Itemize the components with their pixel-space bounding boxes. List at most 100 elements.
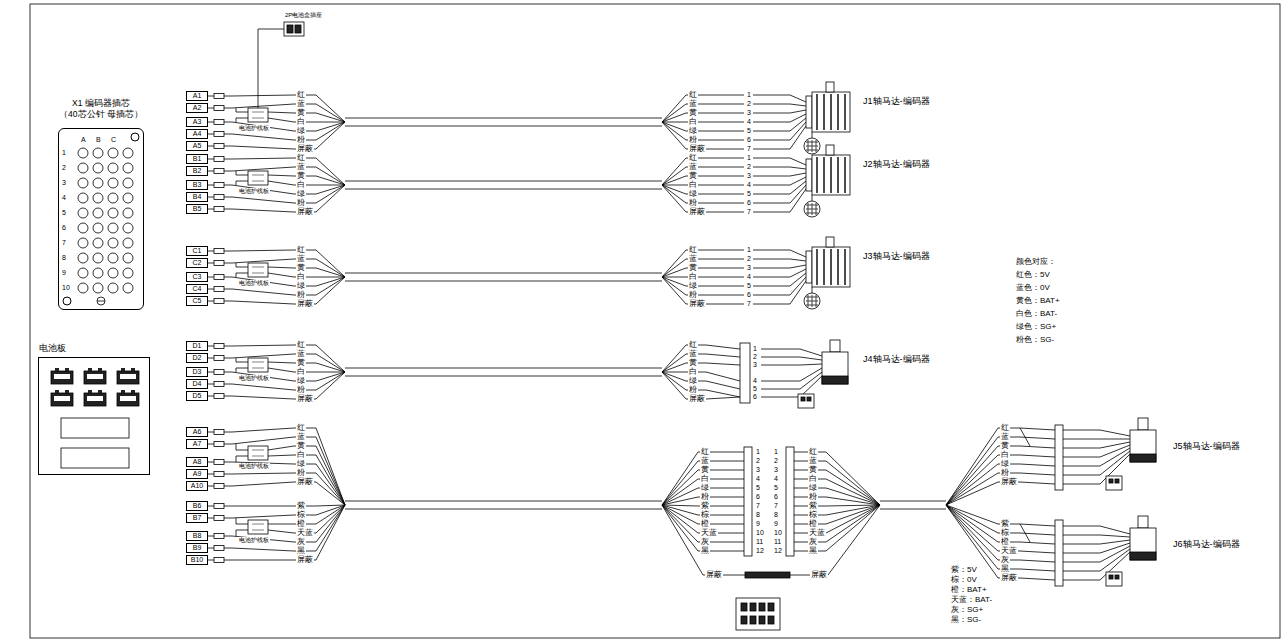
crimp-terminal <box>214 261 224 266</box>
wire <box>761 349 822 356</box>
wire <box>662 185 744 186</box>
pin-name: A9 <box>193 470 202 477</box>
crimp-terminal <box>214 472 224 477</box>
pin-box: A8 <box>186 457 208 467</box>
wire-color: 红 <box>1000 424 1010 432</box>
pin-box: B2 <box>186 166 208 176</box>
wire-color: 绿 <box>688 127 698 135</box>
pin-name: C4 <box>193 285 202 292</box>
wire-color: 红 <box>296 91 306 99</box>
wire <box>236 108 248 112</box>
pin-box: A1 <box>186 91 208 101</box>
pin-number: 4 <box>773 475 779 482</box>
wire <box>208 134 214 135</box>
wire-color: 橙 <box>1000 538 1010 546</box>
wire <box>224 185 232 186</box>
wire <box>812 195 813 201</box>
pin-number: 6 <box>755 493 761 500</box>
wire <box>662 354 740 372</box>
connector-pin <box>807 304 809 306</box>
legend-text: 绿色：SG+ <box>1015 323 1057 331</box>
wire <box>232 250 345 277</box>
protection-board <box>248 171 268 185</box>
wire-color: 屏蔽 <box>810 571 828 579</box>
wire-color: 橙 <box>808 520 818 528</box>
wire <box>753 281 806 304</box>
wire-color: 蓝 <box>296 255 306 263</box>
wire-color: 紫 <box>296 502 306 510</box>
wire <box>794 452 880 505</box>
pin-hole <box>108 148 118 158</box>
pin-number: 2 <box>746 100 752 107</box>
wire <box>232 158 345 185</box>
wire <box>753 250 806 257</box>
wire <box>224 560 232 561</box>
pin-name: B6 <box>193 502 202 509</box>
wire <box>224 134 232 135</box>
battery-cell <box>51 371 73 384</box>
pin-number: 1 <box>746 246 752 253</box>
battery-terminal <box>121 368 125 371</box>
wire <box>662 505 745 575</box>
legend-text: 粉色：SG- <box>1015 336 1055 344</box>
battery-plug <box>287 25 293 33</box>
pin-hole <box>78 238 88 248</box>
wire <box>753 126 806 149</box>
pin-hole <box>108 268 118 278</box>
wire <box>232 505 345 560</box>
protection-board <box>252 530 264 531</box>
motor-label: J2轴马达-编码器 <box>862 160 931 169</box>
wire-color: 黄 <box>296 359 306 367</box>
battery-terminal <box>131 390 135 393</box>
pin-number: 5 <box>746 190 752 197</box>
wire <box>208 209 214 210</box>
pin-number: 9 <box>773 520 779 527</box>
wire <box>662 176 744 185</box>
pin-name: A3 <box>193 118 202 125</box>
pin-name: D2 <box>193 354 202 361</box>
wire <box>224 518 232 519</box>
wire <box>236 444 248 450</box>
battery-window <box>120 396 136 401</box>
wire <box>236 530 248 536</box>
pin-box: D2 <box>186 353 208 363</box>
wire <box>662 259 744 277</box>
pin-number: 3 <box>746 109 752 116</box>
wire-color: 红 <box>296 154 306 162</box>
battery-slot <box>61 418 129 438</box>
pin-name: B10 <box>191 556 203 563</box>
pin-box: A7 <box>186 439 208 449</box>
pin-number: 10 <box>773 529 783 536</box>
wire <box>232 259 345 277</box>
pin-box: B5 <box>186 204 208 214</box>
connector-icon <box>741 616 747 624</box>
wire-color: 绿 <box>808 484 818 492</box>
pin-number: 1 <box>746 91 752 98</box>
wire <box>268 455 345 505</box>
motor-body <box>812 247 850 287</box>
protection-board <box>248 108 268 122</box>
pin-number: 3 <box>755 466 761 473</box>
wire <box>224 108 232 109</box>
wire-color: 蓝 <box>296 433 306 441</box>
wire-color: 绿 <box>688 282 698 290</box>
wire <box>946 473 1055 505</box>
row-number: 9 <box>62 269 66 276</box>
motor-label: J4轴马达-编码器 <box>862 355 931 364</box>
pin-number: 6 <box>773 493 779 500</box>
wire-color: 红 <box>688 91 698 99</box>
connector-icon <box>736 598 780 630</box>
motor-shaft <box>1138 516 1148 528</box>
wire <box>946 505 1055 562</box>
encoder-plug <box>1115 479 1119 483</box>
mount-hole <box>63 297 71 305</box>
protection-board <box>252 456 264 457</box>
pin-number: 7 <box>773 502 779 509</box>
pin-name: B1 <box>193 155 202 162</box>
wire <box>232 505 345 551</box>
wire-color: 红 <box>296 424 306 432</box>
wire-color: 屏蔽 <box>296 208 314 216</box>
connector-pin <box>815 304 817 306</box>
motor-body <box>1130 430 1156 462</box>
wire <box>208 289 214 290</box>
